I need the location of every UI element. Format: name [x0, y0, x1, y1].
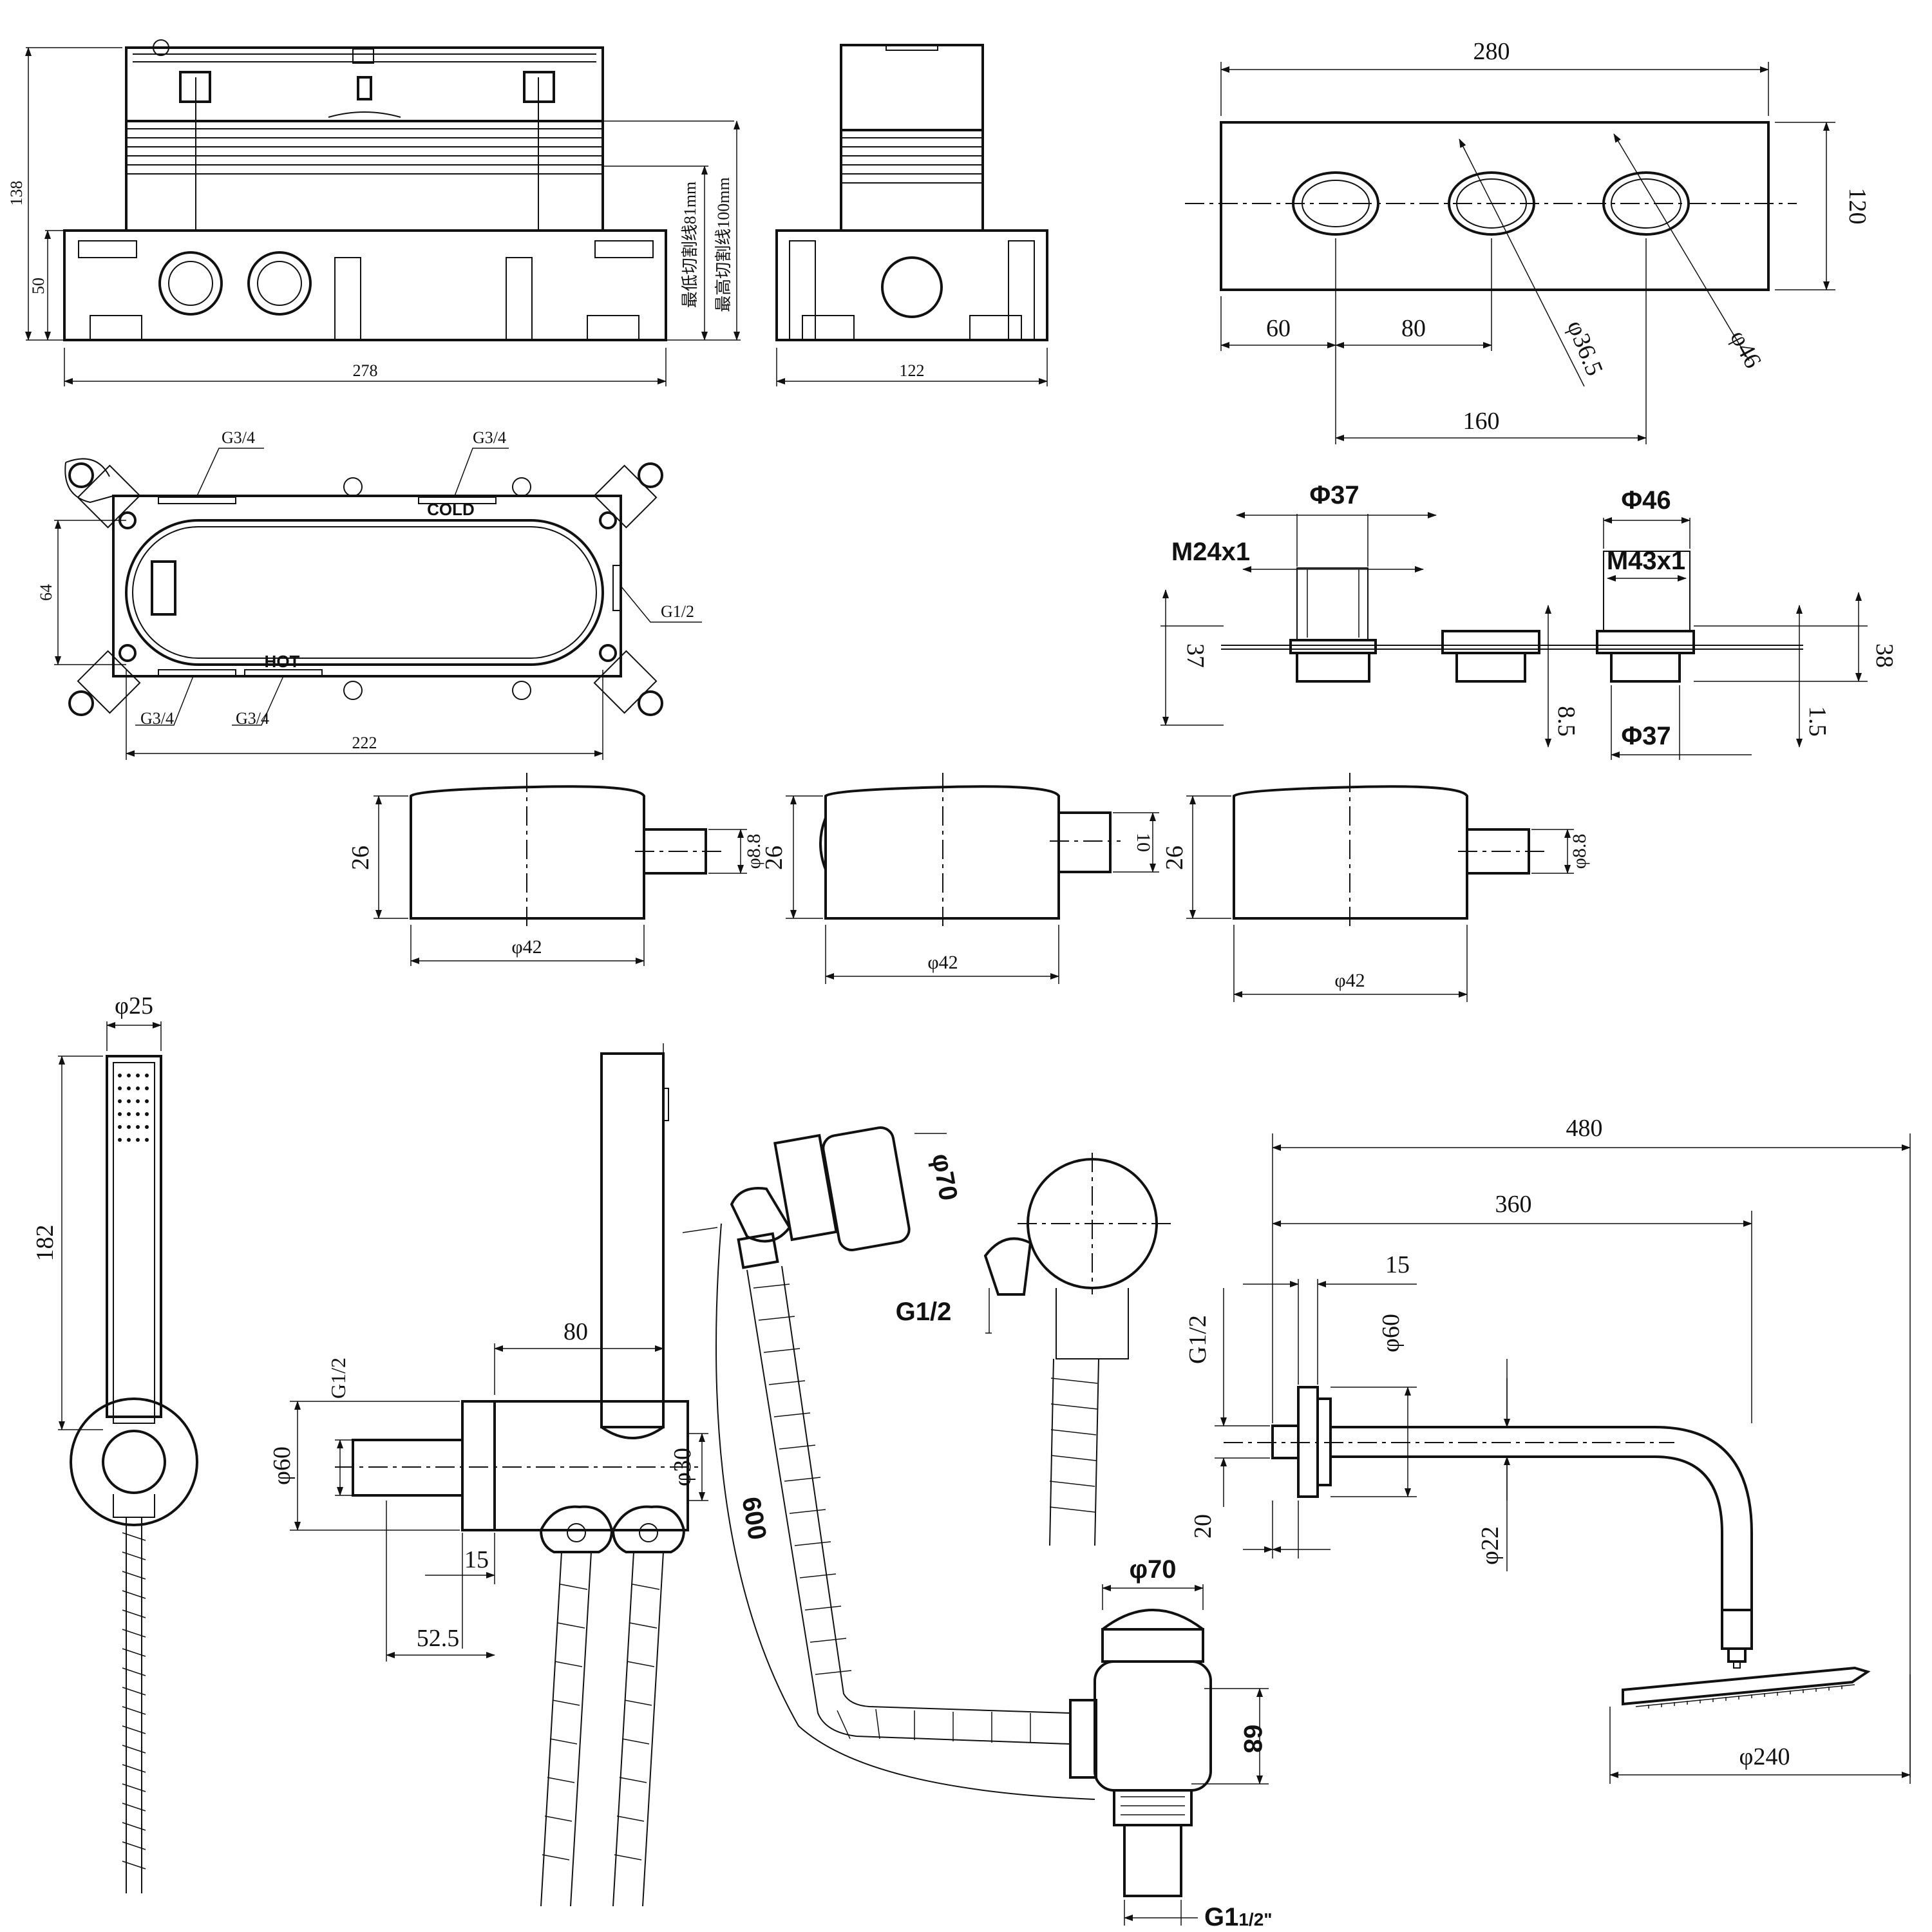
holder-width-80-label: 80 — [564, 1318, 588, 1345]
rain-arm-15-label: 15 — [1385, 1251, 1410, 1278]
box-depth-label: 122 — [900, 361, 925, 380]
cover-plate-view: 280 120 60 80 160 φ36.5 φ46 — [1185, 38, 1871, 444]
rain-arm-20-label: 20 — [1189, 1514, 1217, 1539]
thread-diameter-46-label: Φ46 — [1621, 486, 1671, 515]
thread-details-view: Φ37 M24x1 Φ46 M43x1 37 38 8.5 1.5 Φ37 — [1160, 481, 1898, 760]
knob-3-height-label: 26 — [1161, 846, 1188, 870]
drain-bottom-diameter-label: φ70 — [1129, 1555, 1176, 1584]
drain-height-68-label: 68 — [1238, 1725, 1267, 1754]
knob-1-pin-label: φ8.8 — [743, 834, 764, 869]
box-height-label: 138 — [7, 181, 26, 206]
knob-2-view: 26 10 φ42 — [761, 773, 1159, 984]
cut-line-min-label: 最低切割线81mm — [681, 182, 699, 308]
frame-height-label: 64 — [37, 584, 55, 601]
holder-diameter-30-label: φ30 — [669, 1448, 696, 1486]
drain-top-diameter-label: φ70 — [927, 1151, 963, 1203]
frame-thread-bottom-left: G3/4 — [140, 709, 174, 728]
plate-hole-3 — [1602, 171, 1690, 236]
plate-hole-2 — [1448, 171, 1535, 236]
hole-diameter-small-label: φ36.5 — [1562, 317, 1608, 380]
hand-shower-length-label: 182 — [32, 1225, 59, 1262]
rain-head-diameter-label: φ240 — [1739, 1743, 1790, 1770]
knob-3-diameter-label: φ42 — [1334, 970, 1365, 991]
box-threads — [126, 128, 603, 175]
rain-arm-thread-label: G1/2 — [1184, 1315, 1211, 1364]
hole-pitch-label: 80 — [1401, 315, 1426, 342]
frame-hot-marker: HOT — [265, 652, 300, 671]
knob-2-diameter-label: φ42 — [927, 952, 958, 973]
knob-2-height-label: 26 — [761, 846, 788, 870]
thread-height-8-5-label: 8.5 — [1553, 706, 1580, 737]
hand-shower-nozzles — [118, 1074, 149, 1142]
holder-thread-label: G1/2 — [327, 1358, 350, 1399]
drain-hose-length-label: 600 — [736, 1495, 772, 1542]
knob-3-view: 26 φ8.8 φ42 — [1161, 773, 1590, 1002]
box-base-label: 50 — [29, 278, 48, 294]
frame-width-label: 222 — [352, 734, 377, 752]
thread-m43-label: M43x1 — [1607, 547, 1685, 575]
mounting-frame-top-view: COLD HOT G3/4 G3/4 G1/2 G3/4 G3/4 64 222 — [37, 428, 702, 760]
holder-15-label: 15 — [464, 1546, 489, 1573]
drain-overflow-part — [983, 1153, 1172, 1546]
frame-thread-top-left: G3/4 — [222, 428, 255, 447]
frame-thread-top-right: G3/4 — [473, 428, 506, 447]
holder-52-5-label: 52.5 — [417, 1625, 460, 1652]
box-width-label: 278 — [353, 361, 378, 380]
thread-height-38-label: 38 — [1871, 643, 1898, 668]
hole-offset-label: 60 — [1266, 315, 1291, 342]
thread-diameter-37-label: Φ37 — [1309, 481, 1359, 509]
thread-m24-label: M24x1 — [1171, 538, 1250, 566]
hand-shower-holder-side-view: 80 φ60 G1/2 φ30 15 52.5 — [269, 1043, 708, 1907]
knob-3-pin-label: φ8.8 — [1569, 834, 1590, 869]
drain-g1-sub: 1/2" — [1238, 1909, 1272, 1929]
drain-g1-main: G1 — [1204, 1903, 1238, 1931]
cut-line-max-label: 最高切割线100mm — [714, 177, 733, 312]
frame-thread-right: G1/2 — [661, 602, 694, 621]
rain-arm-360-label: 360 — [1495, 1191, 1532, 1218]
knob-1-view: 26 φ8.8 φ42 — [347, 773, 764, 966]
rain-shower-arm-view: 480 360 15 G1/2 φ60 20 φ22 φ240 — [1184, 1115, 1911, 1784]
concealed-box-side-view: 122 — [775, 44, 1048, 386]
rain-arm-flange-diameter-label: φ60 — [1378, 1314, 1405, 1352]
knob-1-height-label: 26 — [347, 846, 374, 870]
plate-width-label: 280 — [1473, 38, 1510, 65]
knob-2-pin-label: 10 — [1133, 833, 1154, 852]
plate-height-label: 120 — [1844, 188, 1871, 225]
hole-diameter-large-label: φ46 — [1725, 326, 1766, 373]
hand-shower-diameter-label: φ25 — [115, 992, 153, 1019]
thread-height-37-label: 37 — [1182, 643, 1209, 668]
drain-outlet-thread-label: G11/2" — [1204, 1903, 1273, 1931]
thread-diameter-37-bottom-label: Φ37 — [1621, 722, 1671, 750]
plate-hole-1 — [1292, 171, 1379, 236]
concealed-box-front-view: 138 50 278 最低切割线81mm 最高切割线100mm — [7, 39, 741, 386]
thread-height-1-5-label: 1.5 — [1804, 706, 1831, 737]
rain-arm-480-label: 480 — [1566, 1115, 1603, 1142]
drain-g12-label: G1/2 — [896, 1298, 952, 1326]
bath-drain-view: φ70 G1/2 600 φ70 68 G11/2" — [682, 1126, 1273, 1931]
frame-cold-marker: COLD — [427, 500, 475, 519]
hole-span-label: 160 — [1463, 408, 1500, 435]
hand-shower-front-view: φ25 182 — [32, 992, 198, 1893]
frame-thread-bottom-right: G3/4 — [236, 709, 269, 728]
holder-diameter-60-label: φ60 — [269, 1446, 296, 1485]
rain-arm-tube-diameter-label: φ22 — [1477, 1526, 1504, 1565]
knob-1-diameter-label: φ42 — [511, 936, 542, 958]
